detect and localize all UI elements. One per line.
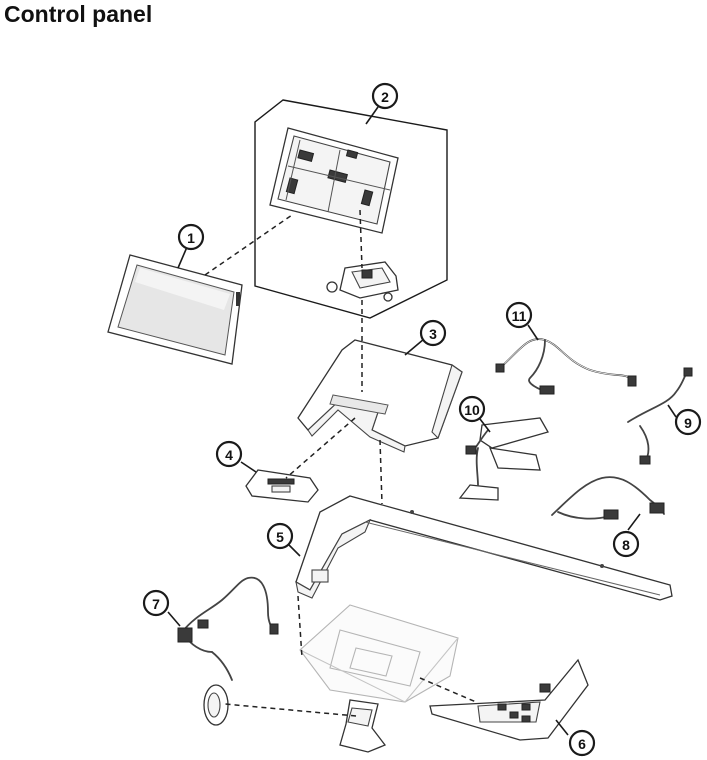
part-6-panel	[429, 658, 589, 741]
part-7-cable	[177, 576, 279, 726]
callout-11: 11	[505, 301, 533, 329]
callout-10: 10	[458, 395, 486, 423]
part-8-cable	[551, 476, 665, 520]
callout-9: 9	[674, 408, 702, 436]
part-4-plate	[245, 469, 319, 503]
callout-7: 7	[142, 589, 170, 617]
svg-text:5: 5	[276, 529, 284, 545]
svg-text:11: 11	[512, 308, 527, 324]
page-title: Control panel	[4, 1, 153, 27]
leader-lines	[167, 106, 677, 736]
part-9-cable	[627, 367, 693, 465]
callout-1: 1	[177, 223, 205, 251]
svg-text:2: 2	[381, 89, 389, 105]
svg-text:1: 1	[187, 230, 195, 246]
part-1-display	[107, 254, 243, 365]
callout-5: 5	[266, 522, 294, 550]
svg-text:8: 8	[622, 537, 630, 553]
part-2-bracket	[326, 261, 399, 302]
svg-text:6: 6	[578, 736, 586, 752]
part-2-group-outline	[254, 99, 448, 319]
part-10-bracket	[458, 417, 549, 501]
callout-6: 6	[568, 729, 596, 757]
callout-8: 8	[612, 530, 640, 558]
svg-text:4: 4	[225, 447, 233, 463]
svg-text:10: 10	[464, 402, 480, 418]
part-11-cable	[495, 338, 637, 395]
svg-text:9: 9	[684, 415, 692, 431]
lower-bracket	[339, 699, 387, 753]
part-3-cover	[297, 339, 463, 453]
callout-2: 2	[371, 82, 399, 110]
lower-chassis	[299, 604, 459, 703]
part-5-rail	[295, 495, 673, 601]
svg-text:3: 3	[429, 326, 437, 342]
callout-4: 4	[215, 440, 243, 468]
part-2-frame	[269, 127, 399, 234]
assembly-lines	[204, 209, 477, 717]
callout-3: 3	[419, 319, 447, 347]
svg-text:7: 7	[152, 596, 160, 612]
